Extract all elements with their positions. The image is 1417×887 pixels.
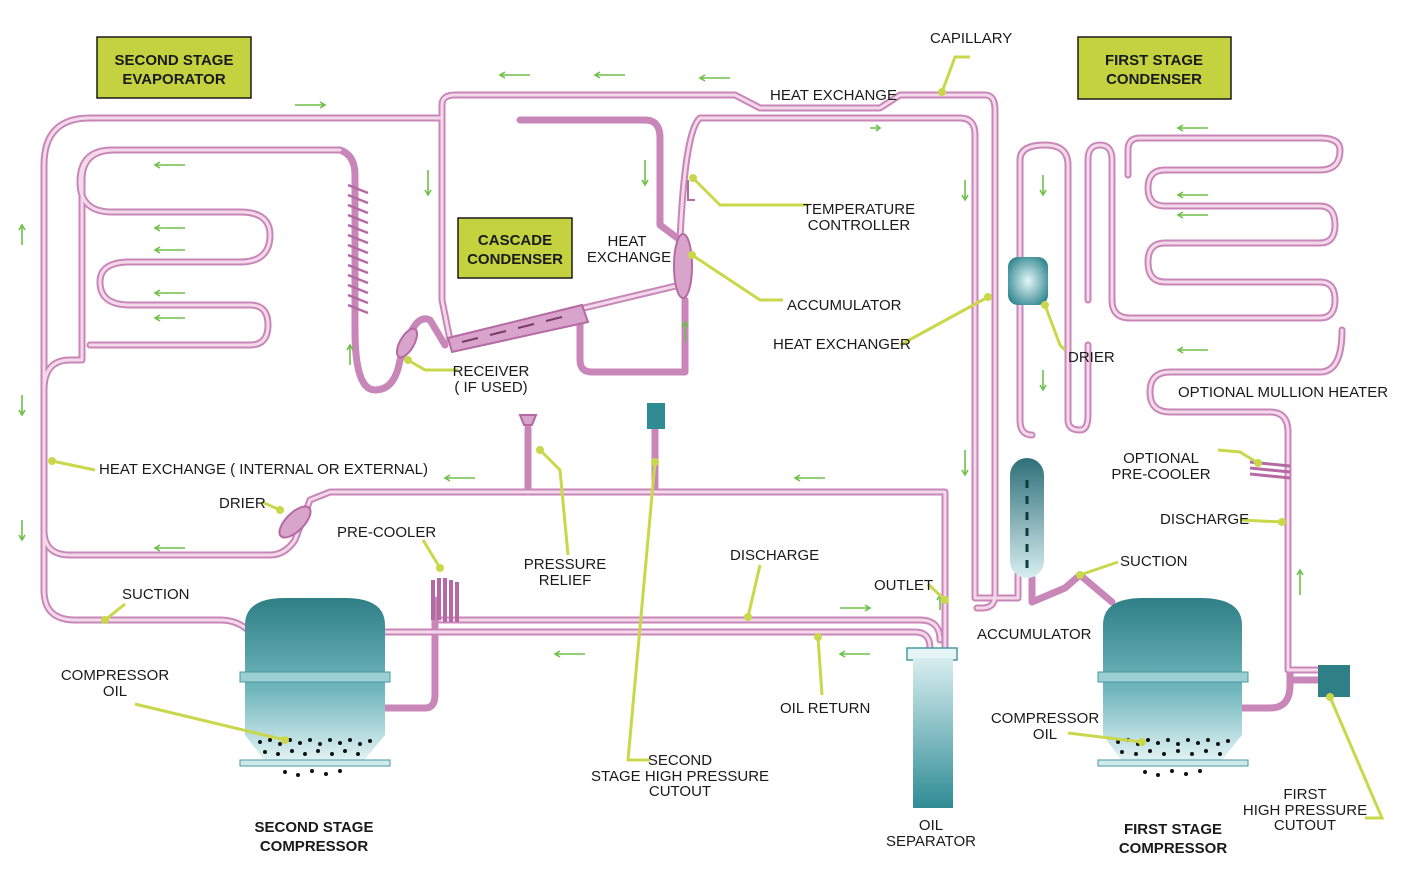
second-discharge-pipe [381,628,934,652]
cascade-condenser-box [457,217,573,279]
second-stage-cutout-line3: CUTOUT [649,783,711,800]
second-stage-evaporator-box [96,36,252,99]
compressor-oil-left-line2: OIL [103,683,127,700]
drier-right-label: DRIER [1068,349,1115,366]
first-stage-compressor-line1: FIRST STAGE [1124,821,1222,838]
oil-separator-vessel [913,658,953,808]
first-cutout-line1: FIRST [1283,786,1326,803]
evaporator-coil-pipe [76,146,344,349]
cascade-condenser-line1: CASCADE [478,232,552,249]
pressure-relief-valve [518,414,538,426]
pressure-relief-line2: RELIEF [539,572,592,589]
first-cutout-line3: CUTOUT [1274,817,1336,834]
second-stage-evaporator-line1: SECOND STAGE [115,52,234,69]
temperature-controller-bulb [687,180,695,201]
compressor-oil-right-line2: OIL [1033,726,1057,743]
accumulator-top-label: ACCUMULATOR [787,297,902,314]
second-stage-compressor-line1: SECOND STAGE [255,819,374,836]
second-stage-compressor-unit [239,598,391,777]
first-stage-condenser-line1: FIRST STAGE [1105,52,1203,69]
oil-separator-line1: OIL [919,817,943,834]
second-stage-evaporator-line2: EVAPORATOR [122,71,226,88]
first-suction-pipe [1028,571,1116,606]
accumulator-bottom-label: ACCUMULATOR [977,626,1092,643]
first-stage-compressor-line2: COMPRESSOR [1119,840,1228,857]
optional-mullion-heater-label: OPTIONAL MULLION HEATER [1178,384,1388,401]
suction-right-label: SUCTION [1120,553,1188,570]
second-stage-cutout-switch [647,403,665,429]
pre-cooler-coil [431,578,459,622]
first-condenser-serpentine [1084,134,1344,322]
heat-exchange-mid-line2: EXCHANGE [587,249,671,266]
temperature-controller-line1: TEMPERATURE [803,201,915,218]
oil-return-label: OIL RETURN [780,700,870,717]
suction-left-label: SUCTION [122,586,190,603]
temperature-controller-line2: CONTROLLER [808,217,911,234]
first-discharge-pipe [1238,666,1294,712]
second-stage-compressor-line2: COMPRESSOR [260,838,369,855]
drier-right-vessel [1008,257,1048,305]
flow-arrows [18,71,1304,658]
optional-pre-cooler-line2: PRE-COOLER [1111,466,1210,483]
top-heat-exchange-pipe [438,91,999,612]
drier-left-label: DRIER [219,495,266,512]
first-stage-condenser-box [1077,36,1232,100]
capillary-label: CAPILLARY [930,30,1012,47]
heat-exchange-top-label: HEAT EXCHANGE [770,87,897,104]
heat-exchange-mid-line1: HEAT [608,233,647,250]
capillary-spring [347,183,369,315]
first-high-pressure-cutout-switch [1318,665,1350,697]
refrigerant-piping-highlight [42,93,1344,672]
precooler-return-pipe [381,596,439,712]
accumulator-vessel-top [673,233,693,299]
mid-heat-exchange-pipe [438,114,1022,602]
heat-exchanger-label: HEAT EXCHANGER [773,336,911,353]
first-stage-compressor-unit [1097,598,1249,777]
first-stage-condenser-line2: CONDENSER [1106,71,1202,88]
leader-lines [48,55,1385,820]
first-cutout-line2: HIGH PRESSURE [1243,802,1367,819]
outlet-label: OUTLET [874,577,933,594]
discharge-right-label: DISCHARGE [1160,511,1249,528]
cascade-heat-exchanger [446,303,590,354]
optional-pre-cooler-line1: OPTIONAL [1123,450,1199,467]
second-stage-cutout-line1: SECOND [648,752,712,769]
discharge-left-label: DISCHARGE [730,547,819,564]
cascade-return-pipe [516,116,689,376]
receiver-line1: RECEIVER [453,363,530,380]
cascade-condenser-line2: CONDENSER [467,251,563,268]
receiver-vessel [395,327,419,359]
oil-separator-line2: SEPARATOR [886,833,976,850]
compressor-oil-left-line1: COMPRESSOR [61,667,170,684]
pressure-relief-line1: PRESSURE [524,556,607,573]
second-stage-cutout-line2: STAGE HIGH PRESSURE [591,768,769,785]
pre-cooler-label: PRE-COOLER [337,524,436,541]
drier-left-vessel [278,505,312,539]
receiver-line2: ( IF USED) [454,379,527,396]
heat-exchange-internal-label: HEAT EXCHANGE ( INTERNAL OR EXTERNAL) [99,461,428,478]
capillary-coil-pipe [336,146,449,394]
compressor-oil-right-line1: COMPRESSOR [991,710,1100,727]
